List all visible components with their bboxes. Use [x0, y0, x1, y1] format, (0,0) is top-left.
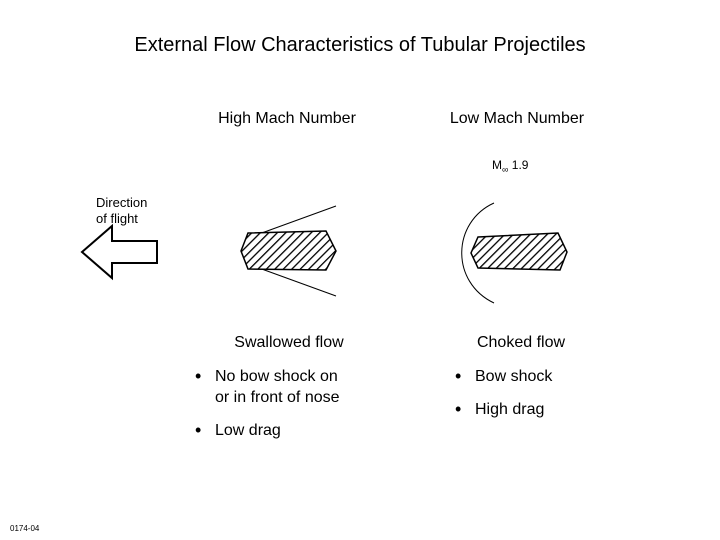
- swallowed-flow-label: Swallowed flow: [234, 334, 344, 351]
- bow-shock-curve: [461, 202, 495, 304]
- slide-title: External Flow Characteristics of Tubular…: [134, 34, 586, 56]
- low-bullet-text: High drag: [475, 401, 545, 418]
- high-bullet-low-drag: • Low drag: [195, 420, 281, 441]
- direction-label-line1: Direction: [96, 195, 148, 210]
- projectile-low-mach: [470, 232, 568, 271]
- high-bullet-line2: or in front of nose: [215, 389, 340, 406]
- high-bullet-text: Low drag: [215, 422, 281, 439]
- direction-of-flight-label: Direction of flight: [96, 195, 176, 227]
- high-bullet-no-bow-shock: • No bow shock on or in front of nose: [195, 366, 340, 408]
- bullet-icon: •: [455, 366, 462, 386]
- bullet-icon: •: [195, 366, 202, 386]
- mach-subscript: ∞: [502, 164, 509, 175]
- high-bullet-line1: No bow shock on: [215, 368, 338, 385]
- bullet-icon: •: [455, 399, 462, 419]
- choked-flow-label: Choked flow: [476, 334, 566, 351]
- mach-value: 1.9: [511, 158, 529, 172]
- high-mach-heading: High Mach Number: [218, 110, 356, 127]
- direction-label-line2: of flight: [96, 211, 138, 226]
- figure-id: 0174-04: [10, 524, 40, 533]
- mach-symbol: M: [492, 158, 502, 172]
- mach-number-label: M∞ 1.9: [492, 158, 528, 174]
- projectile-high-mach: [240, 230, 337, 271]
- low-bullet-bow-shock: • Bow shock: [455, 366, 553, 387]
- low-mach-heading: Low Mach Number: [449, 110, 585, 127]
- low-bullet-high-drag: • High drag: [455, 399, 545, 420]
- bullet-icon: •: [195, 420, 202, 440]
- direction-arrow-icon: [80, 223, 158, 281]
- low-bullet-text: Bow shock: [475, 368, 553, 385]
